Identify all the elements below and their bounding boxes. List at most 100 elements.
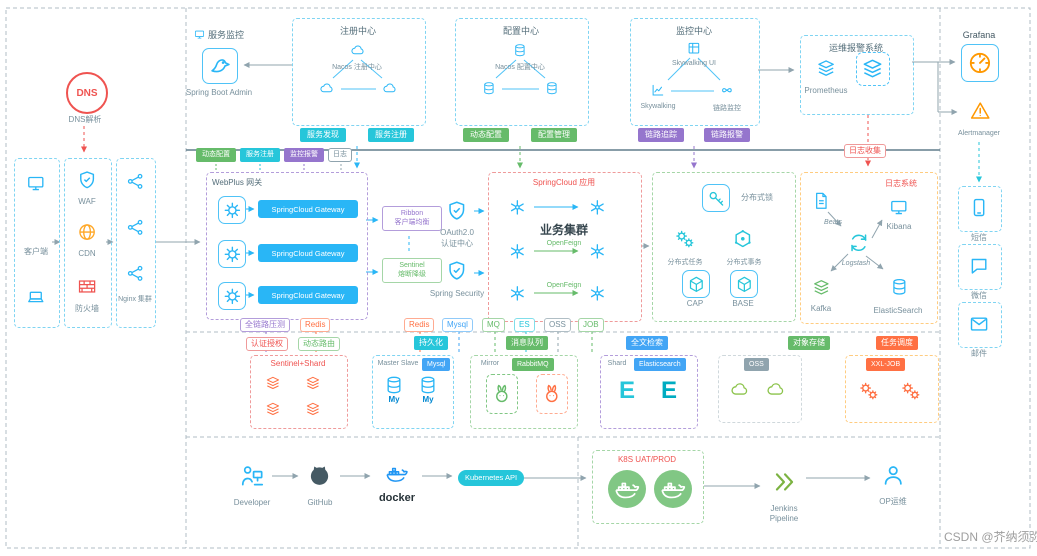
trace-alert-badge: 链路报警 xyxy=(704,128,750,142)
business-title: SpringCloud 应用 xyxy=(532,178,596,187)
nacos-cloud-icon xyxy=(378,78,402,98)
monitor-title: 监控中心 xyxy=(675,26,712,36)
alertmanager-warning-icon xyxy=(963,96,997,126)
logging-title: 日志系统 xyxy=(885,179,917,188)
xxljob-gears-icon xyxy=(854,376,884,406)
openfeign-label: OpenFeign xyxy=(546,282,582,289)
jenkins-label-line2: Pipeline xyxy=(769,514,799,523)
elasticsearch-label: ElasticSearch xyxy=(873,306,923,315)
wechat-channel-box xyxy=(958,244,1002,290)
nacos-registry-label: Nacos 注册中心 xyxy=(332,64,382,71)
nacos-db-icon xyxy=(478,78,500,98)
firewall-wall-icon xyxy=(73,272,101,300)
gateway-title: WebPlus 网关 xyxy=(212,178,263,187)
spring-app-icon xyxy=(584,194,610,220)
oss-cloud-icon xyxy=(724,376,756,402)
distributed-tx-label: 分布式事务 xyxy=(726,259,762,266)
ops-alert-system-box xyxy=(800,35,914,115)
redis-stack-icon xyxy=(262,398,284,420)
grafana-label: Grafana xyxy=(962,30,996,40)
auth-tag: 认证授权 xyxy=(246,337,288,351)
cap-label: CAP xyxy=(686,299,704,308)
prometheus-label: Prometheus xyxy=(804,86,848,95)
fulltext-tag: 全文检索 xyxy=(626,336,668,350)
nacos-cloud-icon xyxy=(346,40,370,60)
spring-security-label: Spring Security xyxy=(429,289,485,298)
k8s-whale-icon xyxy=(608,470,646,508)
trace-monitor-icon xyxy=(716,80,738,100)
oss-badge: OSS xyxy=(744,358,769,371)
cdn-label: CDN xyxy=(78,249,96,258)
redis-pill: Redis xyxy=(300,318,331,332)
wechat-chat-icon xyxy=(965,251,993,281)
nacos-db-icon xyxy=(541,78,563,98)
beats-caption: Beats xyxy=(824,219,842,226)
spring-app-icon xyxy=(584,280,610,306)
logstash-sync-icon xyxy=(844,228,874,258)
oss-cloud-icon xyxy=(760,376,792,402)
rabbit-icon xyxy=(536,374,568,414)
oauth-shield-icon xyxy=(442,196,472,226)
waf-shield-icon xyxy=(73,166,101,194)
fullchain-test-pill: 全链路压测 xyxy=(240,318,290,332)
mysql-badge: Mysql xyxy=(422,358,451,371)
wechat-label: 微信 xyxy=(971,291,987,300)
alertmanager-label: Alertmanager xyxy=(957,130,1001,137)
jenkins-label-line1: Jenkins xyxy=(770,504,798,513)
distributed-tx-molecule-icon xyxy=(728,224,758,254)
github-label: GitHub xyxy=(307,498,333,507)
elasticsearch-box xyxy=(600,355,698,429)
dynamic-config-badge: 动态配置 xyxy=(463,128,509,142)
mysql-db-icon: My xyxy=(414,374,442,404)
nginx-label: Nginx 集群 xyxy=(118,296,152,303)
nacos-cloud-icon xyxy=(315,78,339,98)
k8s-whale-icon xyxy=(654,470,692,508)
distributed-task-gears-icon xyxy=(670,224,700,254)
oauth-label-line1: OAuth2.0 xyxy=(440,228,474,237)
logging-box xyxy=(800,172,938,324)
es-mode-label: Shard xyxy=(607,360,627,367)
task-schedule-tag: 任务调度 xyxy=(876,336,918,350)
k8s-box xyxy=(592,450,704,524)
sms-phone-icon xyxy=(965,192,993,224)
skywalking-label: Skywalking xyxy=(640,103,676,110)
kibana-label: Kibana xyxy=(886,222,912,231)
redis-stack-icon xyxy=(302,398,324,420)
junction-log-badge: 日志 xyxy=(328,148,352,162)
es-badge: Elasticsearch xyxy=(634,358,686,371)
spring-boot-admin-bird-icon xyxy=(202,48,238,84)
monitor-center-box xyxy=(630,18,760,126)
client-label: 客户端 xyxy=(24,247,48,256)
redis-stack-icon xyxy=(262,372,284,394)
spring-boot-admin-label: Spring Boot Admin xyxy=(185,88,253,97)
nginx-cluster-box xyxy=(116,158,156,328)
kafka-layers-icon xyxy=(808,274,834,300)
cdn-globe-icon xyxy=(73,218,101,246)
nginx-node-icon xyxy=(122,168,148,194)
distributed-lock-label: 分布式锁 xyxy=(741,193,773,202)
redis-pill: Redis xyxy=(404,318,435,332)
persistence-tag: 持久化 xyxy=(414,336,448,350)
nginx-node-icon xyxy=(122,260,148,286)
service-monitor-label: 服务监控 xyxy=(194,28,244,41)
junction-monitor-alert-badge: 监控报警 xyxy=(284,148,324,162)
oss-box xyxy=(718,355,802,423)
service-register-badge: 服务注册 xyxy=(368,128,414,142)
grafana-gauge-icon xyxy=(961,44,999,82)
openfeign-label: OpenFeign xyxy=(546,240,582,247)
object-storage-tag: 对象存储 xyxy=(788,336,830,350)
base-label: BASE xyxy=(732,299,754,308)
mysql-db-icon: My xyxy=(380,374,408,404)
docker-whale-icon xyxy=(374,456,420,490)
redis-stack-icon xyxy=(302,372,324,394)
redis-cluster-box xyxy=(250,355,348,429)
mail-icon xyxy=(965,310,993,338)
kibana-monitor-icon xyxy=(884,194,914,220)
springcloud-gateway-node: SpringCloud Gateway xyxy=(258,286,358,304)
service-discovery-badge: 服务发现 xyxy=(300,128,346,142)
kafka-label: Kafka xyxy=(810,304,832,313)
oss-pill: OSS xyxy=(544,318,571,332)
spring-app-icon xyxy=(504,194,530,220)
